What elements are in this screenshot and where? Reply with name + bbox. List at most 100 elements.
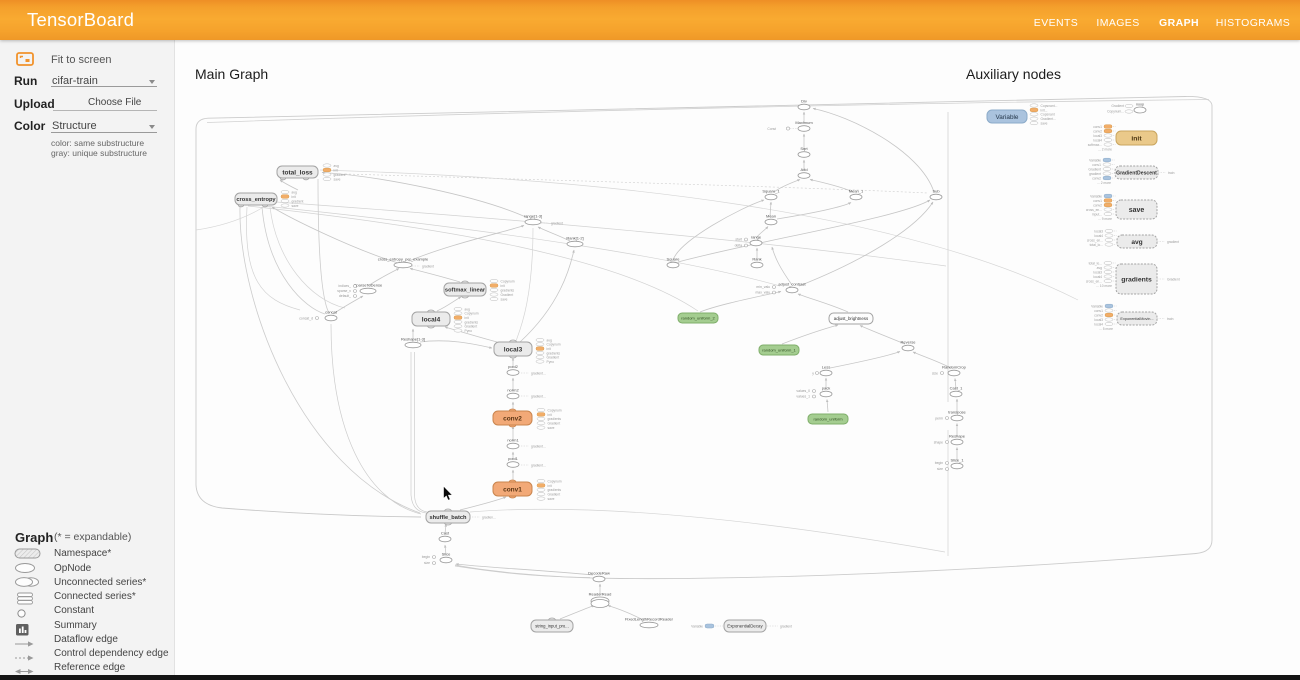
svg-text:Copynum: Copynum: [548, 479, 562, 483]
svg-text:total_lo...: total_lo...: [1090, 243, 1103, 247]
svg-text:Reshape: Reshape: [949, 434, 966, 439]
svg-text:ReaderRead: ReaderRead: [589, 592, 612, 597]
svg-text:Copsnant: Copsnant: [1041, 113, 1055, 117]
svg-text:avg: avg: [1097, 266, 1102, 270]
svg-text:start: start: [735, 238, 742, 242]
svg-text:local4: local4: [1093, 275, 1102, 279]
svg-text:Gradient: Gradient: [1088, 167, 1101, 171]
svg-text:conv1: conv1: [1092, 163, 1101, 167]
svg-text:gradient: gradient: [780, 624, 792, 628]
svg-text:Cast: Cast: [441, 531, 450, 536]
svg-text:ExponentialMovin...: ExponentialMovin...: [1120, 317, 1153, 321]
svg-text:gradient...: gradient...: [531, 463, 546, 467]
svg-text:GradientDescent: GradientDescent: [1116, 170, 1157, 176]
svg-text:avg: avg: [547, 338, 552, 342]
svg-text:conv2: conv2: [1092, 176, 1101, 180]
svg-text:Div: Div: [801, 99, 807, 104]
svg-text:Variable: Variable: [1091, 304, 1103, 308]
svg-text:input...: input...: [1092, 212, 1102, 216]
svg-text:pack: pack: [822, 386, 830, 391]
svg-text:delta: delta: [735, 244, 742, 248]
svg-text:gradients: gradients: [548, 488, 562, 492]
svg-text:save: save: [1041, 122, 1048, 126]
svg-text:local4: local4: [422, 316, 441, 323]
svg-text:gradient: gradient: [1167, 240, 1179, 244]
svg-text:conv2: conv2: [1093, 203, 1102, 207]
svg-text:range: range: [751, 235, 762, 240]
svg-text:Variable: Variable: [691, 625, 703, 629]
svg-text:Copynum: Copynum: [548, 408, 562, 412]
svg-text:conv2: conv2: [1094, 313, 1103, 317]
svg-text:Copynum: Copynum: [465, 312, 479, 316]
svg-text:concat: concat: [325, 310, 338, 315]
svg-text:local3: local3: [1094, 229, 1103, 233]
svg-text:gradient...: gradient...: [531, 371, 546, 375]
svg-text:total_loss: total_loss: [282, 169, 313, 176]
svg-text:local4: local4: [1094, 322, 1103, 326]
svg-text:Sub: Sub: [932, 189, 940, 194]
svg-text:Gradient: Gradient: [547, 356, 560, 360]
svg-text:gradient: gradient: [551, 221, 563, 225]
svg-text:gradient: gradient: [1089, 172, 1101, 176]
svg-text:Copynum: Copynum: [547, 343, 561, 347]
svg-text:perm: perm: [935, 417, 943, 421]
svg-text:local4: local4: [1094, 234, 1103, 238]
svg-text:local3: local3: [1093, 270, 1102, 274]
svg-text:adjust_contrast: adjust_contrast: [778, 282, 806, 287]
svg-text:train: train: [1168, 171, 1175, 175]
svg-text:default_: default_: [339, 294, 351, 298]
svg-text:init: init: [548, 484, 552, 488]
svg-text:softmax...: softmax...: [1088, 143, 1102, 147]
svg-text:ExponentialDecay: ExponentialDecay: [727, 624, 763, 629]
svg-text:Maximum: Maximum: [795, 120, 813, 125]
svg-text:size: size: [424, 561, 430, 565]
svg-text:range[1-3]: range[1-3]: [524, 214, 542, 219]
svg-text:Square_1: Square_1: [762, 189, 780, 194]
svg-text:Rank[1-2]: Rank[1-2]: [566, 236, 583, 241]
svg-text:Rank: Rank: [752, 257, 761, 262]
svg-text:gradien...: gradien...: [482, 515, 496, 519]
svg-text:Mean_1: Mean_1: [849, 189, 864, 194]
svg-text:conv1: conv1: [1093, 199, 1102, 203]
svg-text:RandomCrop: RandomCrop: [942, 365, 967, 370]
svg-text:size: size: [932, 372, 938, 376]
svg-text:pool2: pool2: [508, 364, 519, 369]
svg-text:adjust_brightness: adjust_brightness: [834, 316, 869, 321]
svg-text:local3: local3: [1094, 318, 1103, 322]
svg-text:init: init: [547, 347, 551, 351]
svg-text:Pyno: Pyno: [465, 329, 473, 333]
svg-text:save: save: [548, 497, 555, 501]
svg-text:max_valu: max_valu: [755, 291, 770, 295]
svg-text:Pyno: Pyno: [547, 360, 555, 364]
svg-text:random_uniform_1: random_uniform_1: [762, 347, 796, 352]
svg-text:random_uniform_2: random_uniform_2: [681, 315, 715, 320]
svg-text:Reshape[1-3]: Reshape[1-3]: [401, 337, 425, 342]
svg-text:gradients: gradients: [547, 351, 561, 355]
svg-text:Add: Add: [800, 167, 807, 172]
svg-text:shape: shape: [934, 441, 943, 445]
svg-text:cross_en...: cross_en...: [1086, 279, 1102, 283]
svg-text:save: save: [292, 204, 299, 208]
svg-text:gradients: gradients: [1121, 276, 1152, 283]
svg-text:gradient: gradient: [292, 199, 304, 203]
svg-text:init: init: [465, 316, 469, 320]
svg-text:begin: begin: [935, 461, 943, 465]
svg-text:Const: Const: [767, 127, 776, 131]
svg-text:... 2 more: ... 2 more: [1098, 148, 1112, 152]
svg-text:local3: local3: [504, 346, 523, 353]
svg-text:avg: avg: [334, 164, 339, 168]
svg-text:values_1: values_1: [796, 395, 810, 399]
svg-text:cross_en...: cross_en...: [1087, 238, 1103, 242]
svg-text:gradient...: gradient...: [531, 444, 546, 448]
svg-text:values_0: values_0: [796, 389, 810, 393]
svg-text:avg: avg: [465, 307, 470, 311]
svg-text:Gradient: Gradient: [1167, 277, 1180, 281]
svg-text:concat_d: concat_d: [299, 317, 313, 321]
svg-text:Slice: Slice: [442, 552, 451, 557]
svg-text:Copynum: Copynum: [501, 279, 515, 283]
svg-text:y: y: [812, 372, 814, 376]
svg-text:indices_: indices_: [339, 284, 352, 288]
svg-text:... 10 more: ... 10 more: [1096, 284, 1112, 288]
svg-text:train: train: [1167, 317, 1174, 321]
svg-text:string_input_pro...: string_input_pro...: [535, 624, 569, 629]
